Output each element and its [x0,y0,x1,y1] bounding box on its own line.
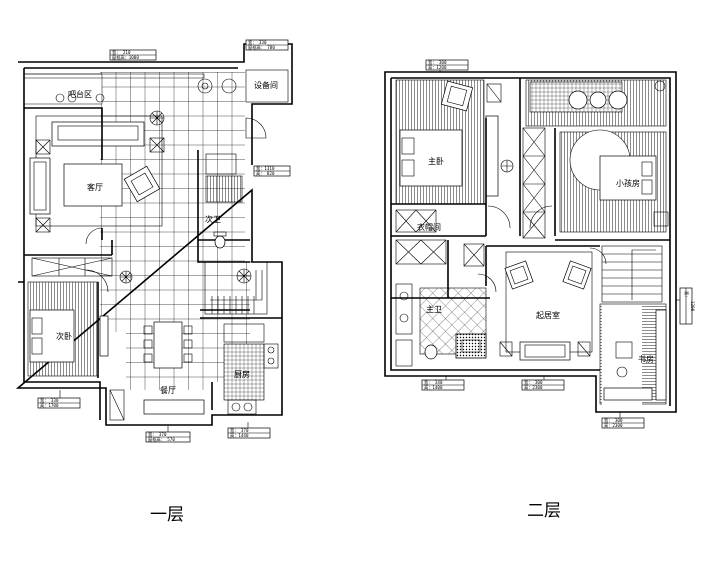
svg-text:宽： 340: 宽： 340 [424,379,443,386]
floor2-outer-wall [384,71,677,413]
floor2-dimension-tag: 宽： 300 高：1200 [425,59,469,72]
svg-text:宽： 300: 宽： 300 [524,379,543,386]
svg-text:宽：: 宽： [683,291,690,299]
svg-text:宽： 370: 宽： 370 [148,431,167,438]
svg-text:高：1700: 高：1700 [40,402,59,409]
floor2-plan [384,71,677,413]
svg-text:窗框高： 570: 窗框高： 570 [148,436,175,443]
floor2-dimension-tag: 宽： 340 高：1400 [421,376,465,391]
room-label-living-room: 客厅 [87,182,103,192]
room-label-study: 书房 [638,354,654,364]
floor2-stairs [601,245,663,303]
room-label-kitchen: 厨房 [234,369,250,379]
floor1-dimension-tag: 宽：1310 高： 820 [253,165,291,177]
svg-text:宽： 370: 宽： 370 [230,427,249,434]
room-label-bar-area: 吧台区 [68,89,92,99]
room-label-master-bathroom: 主卫 [426,304,442,314]
svg-text:宽： 300: 宽： 300 [604,417,623,424]
room-label-second-bathroom: 次卫 [205,214,221,224]
room-label-kids-room: 小孩房 [616,178,640,188]
svg-text:1200: 1200 [690,301,695,312]
floor1-plan [15,43,293,426]
floor2-dimension-tag: 宽： 1200 [676,287,695,325]
svg-text:高：2300: 高：2300 [524,384,543,391]
room-label-equipment-room: 设备间 [254,80,278,90]
svg-text:宽： 300: 宽： 300 [428,59,447,66]
floor1-title: 一层 [150,505,184,525]
room-label-dining-room: 餐厅 [160,386,176,395]
svg-text:高：1200: 高：1200 [428,64,447,71]
svg-text:高： 820: 高： 820 [256,170,275,177]
svg-text:宽： 330: 宽： 330 [40,397,59,404]
svg-text:宽： 210: 宽： 210 [112,49,131,56]
floor1-dimension-tag: 宽： 370 窗框高： 570 [145,426,191,443]
svg-text:宽：1310: 宽：1310 [256,165,275,172]
floor1-dimension-tag: 宽： 330 高：1700 [37,390,81,409]
room-label-family-room: 起居室 [536,310,560,320]
svg-text:宽： 330: 宽： 330 [248,39,267,46]
floor1-stairs [210,270,263,314]
floor1-dimension-tag: 宽： 210 窗框高：1000 [109,49,157,61]
svg-text:高：1440: 高：1440 [230,432,249,439]
svg-text:高：2300: 高：2300 [604,422,623,429]
floor1-dimension-tag: 宽： 370 高：1440 [227,422,271,439]
floor2-dimension-tag: 宽： 300 高：2300 [601,412,645,429]
room-label-cloakroom: 衣帽间 [417,222,441,232]
floor1-dimension-tag: 宽： 330 窗框高： 780 [245,39,289,51]
room-label-second-bedroom: 次卧 [56,331,72,341]
floor2-title: 二层 [527,501,561,521]
svg-text:窗框高：1000: 窗框高：1000 [112,54,139,61]
master-bed [399,129,463,187]
room-label-master-bedroom: 主卧 [428,156,444,166]
svg-text:高：1400: 高：1400 [424,384,443,391]
svg-text:窗框高： 780: 窗框高： 780 [248,44,275,51]
floor2-dimension-tag: 宽： 300 高：2300 [521,376,565,391]
